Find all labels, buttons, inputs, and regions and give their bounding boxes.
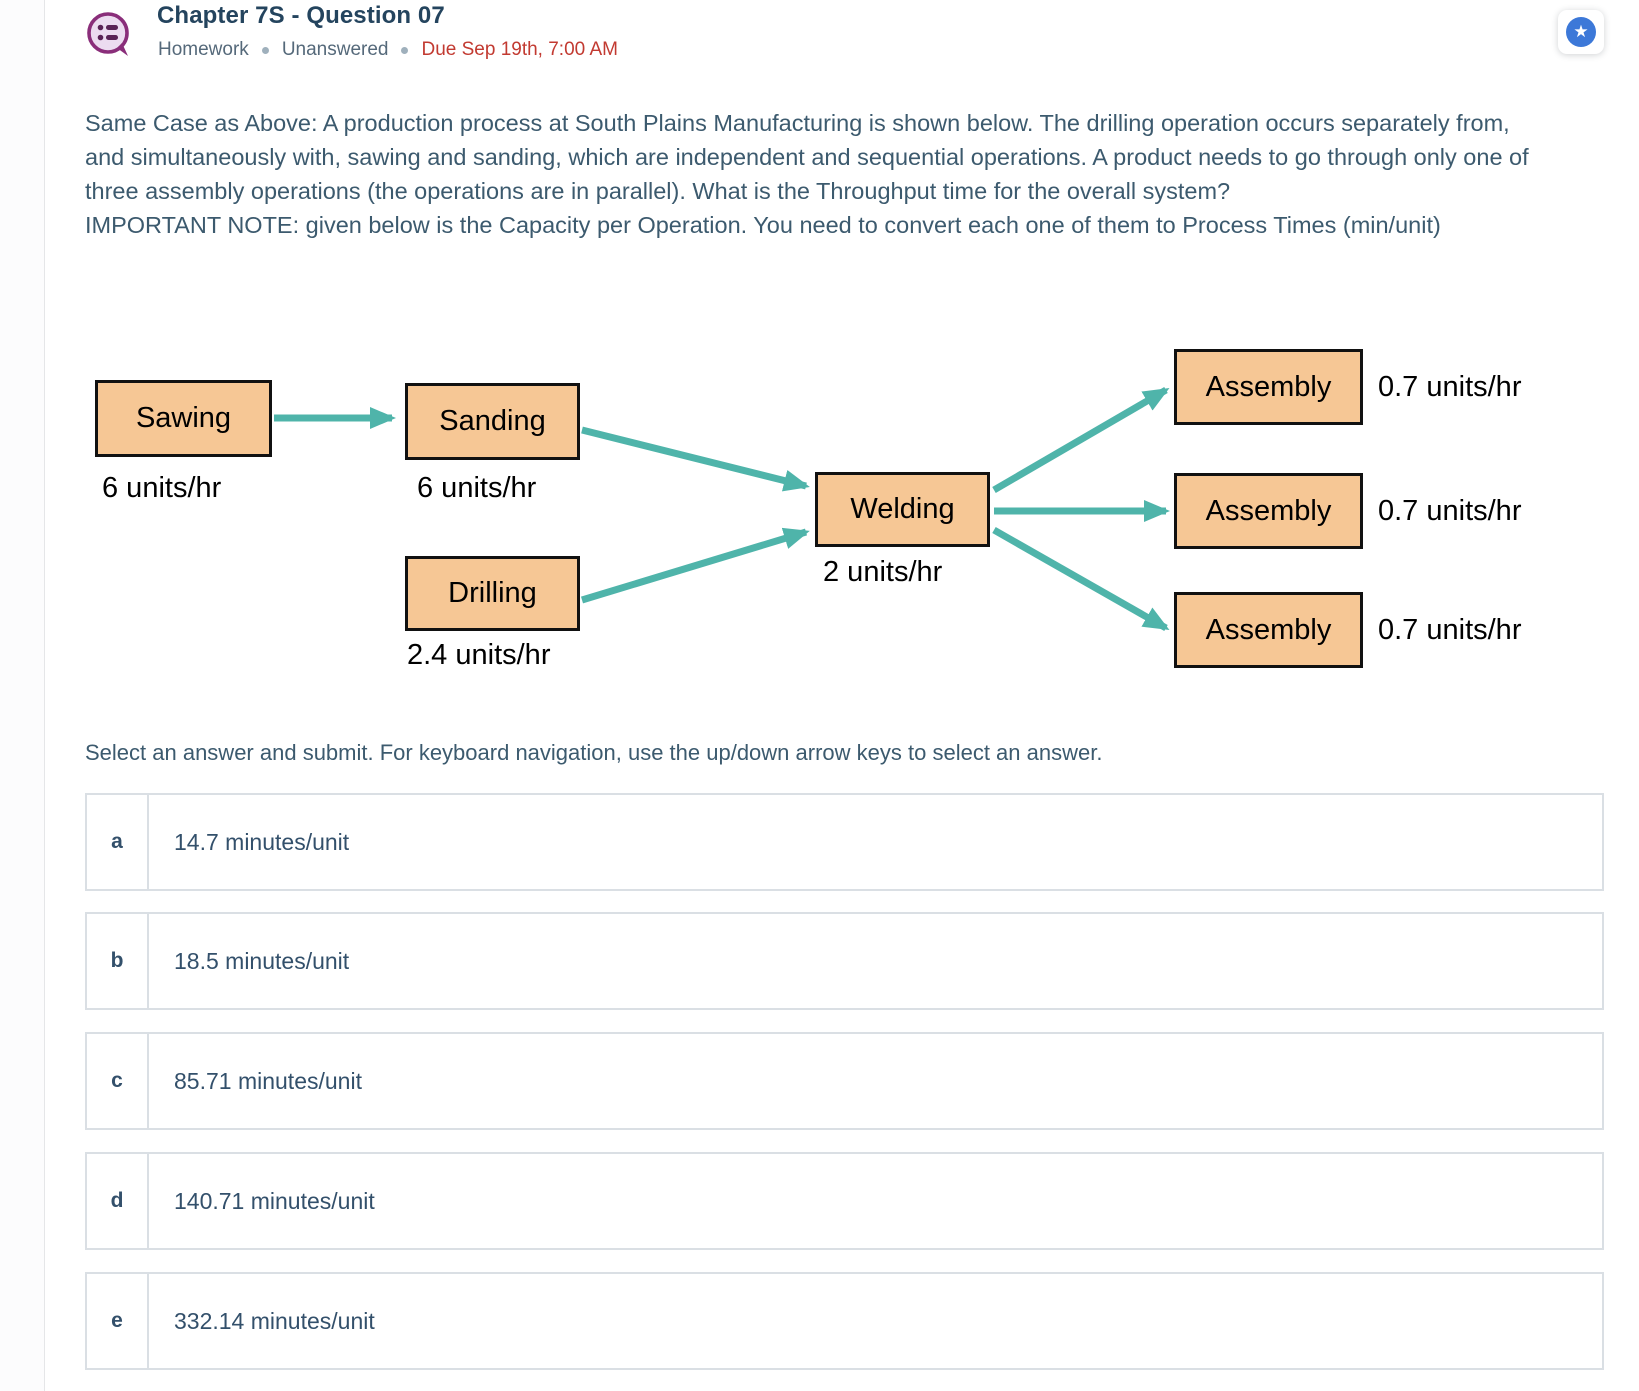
node-assembly-3: Assembly [1174, 592, 1363, 668]
node-welding: Welding [815, 472, 990, 547]
answer-option-c[interactable]: c 85.71 minutes/unit [85, 1032, 1604, 1130]
option-letter: b [87, 914, 149, 1008]
option-letter: a [87, 795, 149, 889]
meta-separator-dot [401, 46, 409, 54]
capacity-welding: 2 units/hr [823, 556, 943, 588]
meta-separator-dot [261, 46, 269, 54]
node-sanding: Sanding [405, 383, 580, 460]
capacity-sawing: 6 units/hr [102, 472, 222, 504]
meta-status: Unanswered [281, 39, 389, 60]
left-rail [0, 0, 45, 1391]
option-letter: e [87, 1274, 149, 1368]
option-letter: d [87, 1154, 149, 1248]
capacity-assembly-1: 0.7 units/hr [1378, 370, 1522, 403]
capacity-sanding: 6 units/hr [417, 472, 537, 504]
answer-instructions: Select an answer and submit. For keyboar… [85, 740, 1103, 765]
question-note: IMPORTANT NOTE: given below is the Capac… [85, 212, 1441, 238]
arrow-sanding-to-welding [581, 426, 810, 492]
question-text: Same Case as Above: A production process… [85, 110, 1529, 204]
list-speech-bubble-icon [87, 12, 129, 56]
node-drilling: Drilling [405, 556, 580, 631]
option-text: 140.71 minutes/unit [174, 1187, 375, 1214]
node-assembly-1: Assembly [1174, 349, 1363, 425]
question-block: Same Case as Above: A production process… [85, 106, 1540, 242]
option-text: 18.5 minutes/unit [174, 947, 350, 974]
answer-option-a[interactable]: a 14.7 minutes/unit [85, 793, 1604, 891]
question-meta: Homework Unanswered Due Sep 19th, 7:00 A… [158, 39, 618, 61]
option-letter: c [87, 1034, 149, 1128]
favorite-button[interactable]: ★ [1558, 10, 1604, 54]
arrow-drilling-to-welding [580, 527, 810, 604]
page-title: Chapter 7S - Question 07 [157, 2, 445, 29]
answer-option-d[interactable]: d 140.71 minutes/unit [85, 1152, 1604, 1250]
node-sawing: Sawing [95, 380, 272, 457]
meta-due-date: Due Sep 19th, 7:00 AM [421, 39, 618, 60]
arrow-welding-to-assembly1 [992, 386, 1170, 494]
answer-option-b[interactable]: b 18.5 minutes/unit [85, 912, 1604, 1010]
capacity-assembly-3: 0.7 units/hr [1378, 613, 1522, 646]
option-text: 14.7 minutes/unit [174, 828, 350, 855]
process-diagram: Sawing Sanding Drilling Welding Assembly… [0, 330, 1639, 700]
meta-type: Homework [158, 39, 249, 60]
diagram-arrows [274, 386, 1170, 632]
arrow-welding-to-assembly3 [992, 526, 1170, 632]
star-icon: ★ [1566, 17, 1596, 47]
answer-option-e[interactable]: e 332.14 minutes/unit [85, 1272, 1604, 1370]
capacity-drilling: 2.4 units/hr [407, 639, 551, 671]
capacity-assembly-2: 0.7 units/hr [1378, 494, 1522, 527]
option-text: 85.71 minutes/unit [174, 1067, 362, 1094]
node-assembly-2: Assembly [1174, 473, 1363, 549]
option-text: 332.14 minutes/unit [174, 1307, 375, 1334]
